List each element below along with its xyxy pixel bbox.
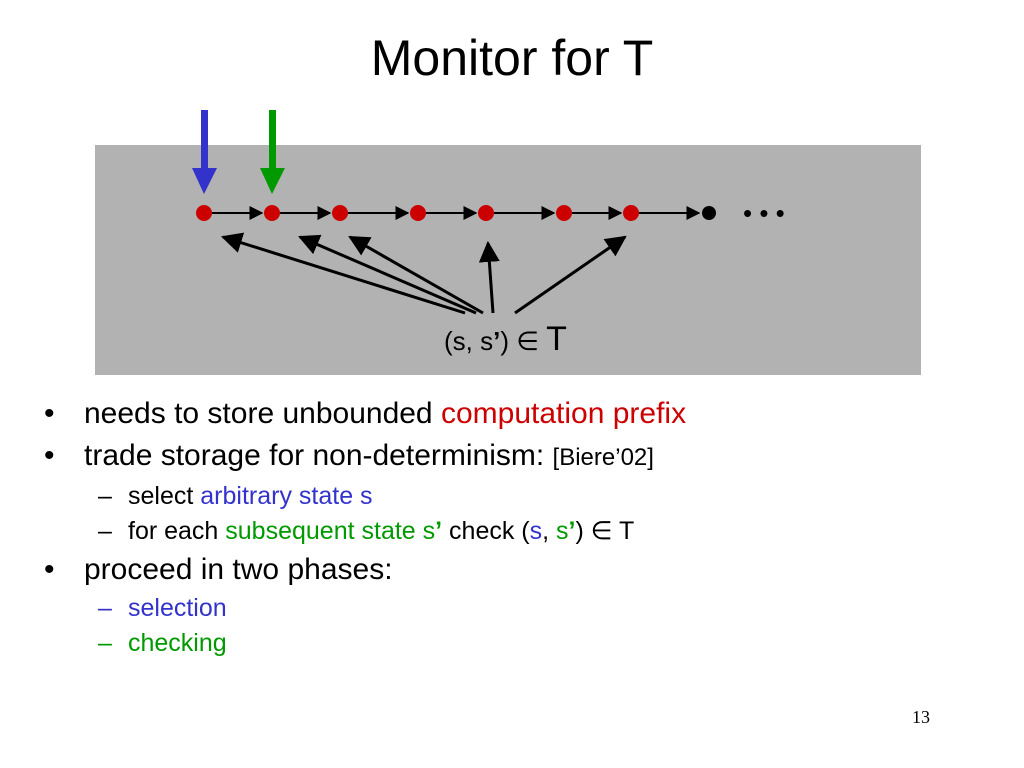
check-pointer-arrow <box>260 110 285 194</box>
sub-bullet-marker: – <box>98 482 112 510</box>
ellipsis: • • • <box>743 198 785 228</box>
diagram-panel <box>95 145 921 375</box>
check-text: check ( <box>442 517 530 545</box>
sub-bullet-item: – selection <box>44 591 984 626</box>
bullet-list: • needs to store unbounded computation p… <box>44 393 984 661</box>
sub-bullet-text: for each <box>128 517 226 545</box>
sub-bullet-item: – checking <box>44 626 984 661</box>
sub-bullet-marker: – <box>98 517 112 545</box>
check-close: ) <box>575 517 591 545</box>
bullet-text: trade storage for non-determinism: <box>84 439 553 472</box>
check-pair-arrow <box>220 232 466 315</box>
state-dot <box>264 205 280 221</box>
formula-prefix: (s, s <box>444 326 494 356</box>
check-pair-arrows <box>220 232 627 315</box>
bullet-marker: • <box>44 439 55 472</box>
last-state-dot <box>702 206 716 220</box>
bullet-item: • trade storage for non-determinism: [Bi… <box>44 435 984 479</box>
check-pair-arrow <box>298 234 477 315</box>
bullet-marker: • <box>44 397 55 430</box>
check-prime: ’ <box>568 517 576 545</box>
state-dot <box>623 205 639 221</box>
sub-bullet-text: select <box>128 482 201 510</box>
formula-prime: ’ <box>493 326 501 356</box>
check-pair-arrow <box>514 235 627 315</box>
state-dot <box>332 205 348 221</box>
selection-pointer-arrow <box>192 110 217 194</box>
bullet-text: needs to store unbounded <box>84 397 441 430</box>
element-of-symbol: ∈ <box>590 517 613 545</box>
sub-bullet-text: checking <box>128 629 227 657</box>
sub-bullet-item: – select arbitrary state s <box>44 479 984 514</box>
check-pair-arrow <box>348 235 484 315</box>
element-of-symbol: ∈ <box>516 326 539 356</box>
sub-bullet-highlight: arbitrary state s <box>200 482 373 510</box>
slide-title: Monitor for T <box>370 30 654 86</box>
state-dot <box>196 205 212 221</box>
citation: [Biere’02] <box>552 444 654 471</box>
highlight-prime: ’ <box>435 517 443 545</box>
bullet-marker: • <box>44 553 55 586</box>
bullet-highlight: computation prefix <box>440 397 687 430</box>
state-dot <box>478 205 494 221</box>
check-pair-formula: (s, s’) ∈ T <box>444 319 567 359</box>
state-dot <box>410 205 426 221</box>
state-dot <box>556 205 572 221</box>
formula-set: T <box>546 320 567 358</box>
sub-bullet-item: – for each subsequent state s’ check (s,… <box>44 514 984 549</box>
bullet-text: proceed in two phases: <box>84 553 393 586</box>
bullet-item: • proceed in two phases: <box>44 549 984 591</box>
sub-bullet-text: selection <box>128 594 227 622</box>
states <box>196 205 716 221</box>
sub-bullet-highlight: subsequent state s <box>225 517 436 545</box>
bullet-item: • needs to store unbounded computation p… <box>44 393 984 435</box>
check-pair-arrow <box>478 240 500 314</box>
sub-bullet-marker: – <box>98 629 112 657</box>
sub-bullet-marker: – <box>98 594 112 622</box>
page-number: 13 <box>912 707 930 727</box>
check-s-prime: s <box>556 517 569 545</box>
check-set: T <box>612 517 635 545</box>
formula-close: ) <box>500 326 510 356</box>
check-comma: , <box>542 517 557 545</box>
check-s: s <box>529 517 543 545</box>
